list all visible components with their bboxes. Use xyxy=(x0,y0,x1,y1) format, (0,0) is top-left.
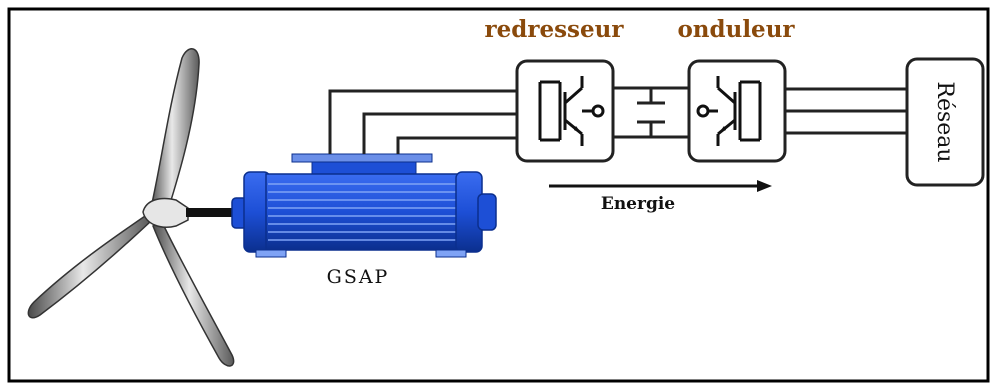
rectifier-label: redresseur xyxy=(485,16,625,43)
three-phase-lines-generator xyxy=(328,89,518,154)
energy-label: Energie xyxy=(601,194,675,214)
generator-terminal-box xyxy=(291,153,433,163)
generator-label: GSAP xyxy=(327,266,390,288)
rectifier-igbt-symbol xyxy=(538,76,605,146)
turbine-shaft xyxy=(186,208,234,217)
inverter-block xyxy=(687,59,787,163)
generator-foot-right xyxy=(435,249,467,258)
grid-label: Réseau xyxy=(932,81,957,162)
generator xyxy=(231,153,497,258)
energy-flow-arrow xyxy=(549,180,772,192)
inverter-arrow-icon xyxy=(718,126,726,134)
grid-box xyxy=(905,57,985,187)
rectifier-arrow-icon xyxy=(574,126,582,134)
rectifier-block xyxy=(515,59,615,163)
three-phase-lines-grid xyxy=(785,87,908,135)
generator-body xyxy=(265,173,461,251)
turbine-blade-lower-left xyxy=(27,212,151,319)
generator-right-cap xyxy=(477,193,497,231)
inverter-box xyxy=(687,59,787,163)
outer-frame xyxy=(7,7,990,383)
dc-link xyxy=(613,86,690,139)
inverter-label: onduleur xyxy=(677,16,795,43)
turbine-blade-top xyxy=(149,48,200,213)
turbine-blade-lower-right xyxy=(152,221,235,367)
turbine-hub xyxy=(142,197,189,228)
energy-arrowhead-icon xyxy=(757,180,772,192)
generator-foot-left xyxy=(255,249,287,258)
inverter-igbt-symbol xyxy=(696,76,762,146)
wind-turbine xyxy=(27,48,235,367)
generator-top-plate xyxy=(311,161,417,175)
generator-cooling-fins xyxy=(268,183,458,241)
